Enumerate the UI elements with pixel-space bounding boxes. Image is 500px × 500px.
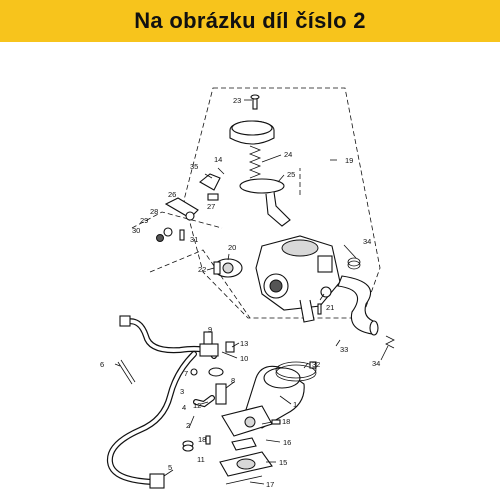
callout-24: 24: [284, 150, 292, 159]
screw-21: [317, 303, 322, 315]
callout-23: 23: [233, 96, 241, 105]
assembly-dash-line: [149, 249, 251, 319]
hose-clip-lower: [385, 335, 395, 349]
callout-8: 8: [231, 376, 235, 385]
leader-lines: [114, 154, 389, 485]
screw-18b: [205, 435, 211, 445]
callout-16: 16: [283, 438, 291, 447]
callout-18-left: 18: [198, 435, 206, 444]
vacuum-hose: [106, 351, 197, 489]
callout-27: 27: [207, 202, 215, 211]
hose-clamp: [275, 361, 317, 382]
callout-10: 10: [240, 354, 248, 363]
callout-4: 4: [182, 403, 186, 412]
callout-25: 25: [287, 170, 295, 179]
callout-29: 29: [140, 216, 148, 225]
callout-18-right: 18: [282, 417, 290, 426]
title-banner: Na obrázku díl číslo 2: [0, 0, 500, 42]
callout-34-lower: 34: [372, 359, 380, 368]
diaphragm-piston: [239, 178, 291, 227]
callout-35: 35: [190, 162, 198, 171]
callout-6: 6: [100, 360, 104, 369]
clip-11: [182, 440, 194, 452]
callout-15: 15: [279, 458, 287, 467]
callout-13: 13: [240, 339, 248, 348]
intake-manifold: [221, 365, 305, 437]
valve-assembly: [199, 331, 235, 377]
callout-9: 9: [208, 325, 212, 334]
callout-17: 17: [266, 480, 274, 489]
callout-12: 12: [193, 401, 201, 410]
callout-14: 14: [214, 155, 222, 164]
insulator-gasket: [219, 437, 273, 485]
air-pipe: [190, 368, 227, 408]
callout-21: 21: [326, 303, 334, 312]
callout-32: 32: [312, 360, 320, 369]
vacuum-chamber-cap: [229, 120, 275, 145]
enricher-unit: [213, 258, 243, 278]
callout-34-upper: 34: [363, 237, 371, 246]
hose-clip-upper: [347, 257, 361, 270]
callout-26: 26: [168, 190, 176, 199]
callout-3: 3: [180, 387, 184, 396]
assembly-dash-line: [131, 211, 223, 229]
callout-1: 1: [293, 400, 297, 409]
callout-30: 30: [132, 226, 140, 235]
callout-5: 5: [168, 463, 172, 472]
throttle-lever-group: [156, 173, 221, 242]
screw-top: [250, 94, 260, 110]
carburetor-body: [255, 235, 341, 323]
callout-22: 22: [198, 265, 206, 274]
title-text: Na obrázku díl číslo 2: [134, 8, 366, 33]
callout-7: 7: [184, 369, 188, 378]
callout-19: 19: [345, 156, 353, 165]
outlet-hose: [337, 275, 379, 336]
callout-28: 28: [150, 207, 158, 216]
callout-33: 33: [340, 345, 348, 354]
cable-tie: [117, 359, 136, 385]
callout-31: 31: [190, 235, 198, 244]
callout-20: 20: [228, 243, 236, 252]
callout-11: 11: [197, 455, 205, 464]
screw-18a: [271, 419, 281, 425]
piston-spring: [248, 145, 262, 179]
callout-2: 2: [186, 421, 190, 430]
